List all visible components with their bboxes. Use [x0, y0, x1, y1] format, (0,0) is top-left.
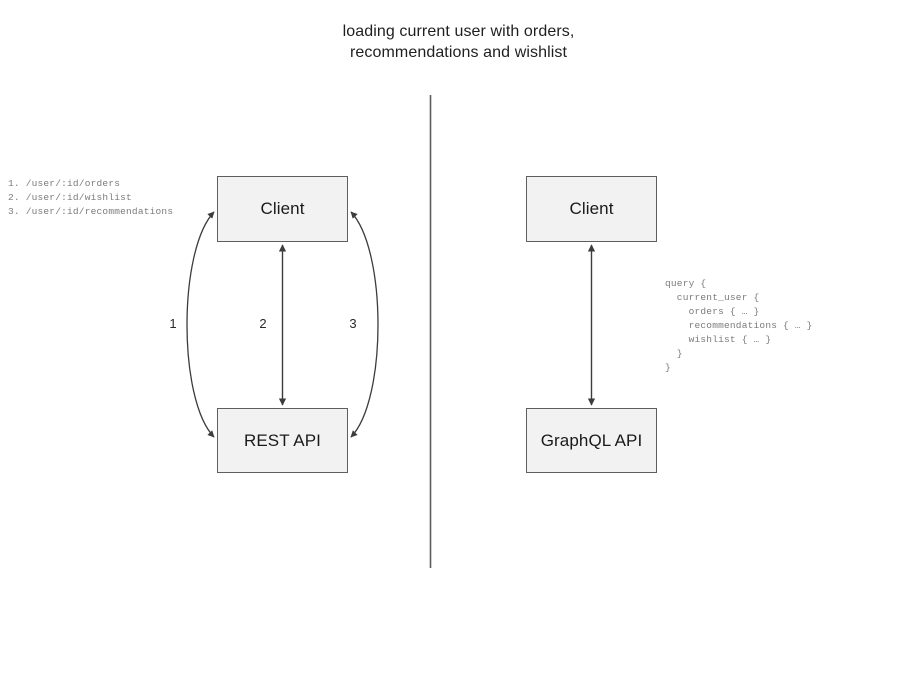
edge-label-3: 3 [349, 316, 357, 331]
node-client-graphql[interactable]: Client [526, 176, 657, 242]
node-label: GraphQL API [540, 430, 643, 450]
edge-rest-1 [186, 211, 215, 438]
page-title: loading current user with orders, recomm… [342, 23, 575, 61]
node-graphql-api[interactable]: GraphQL API [526, 408, 657, 473]
node-label: Client [260, 199, 305, 218]
edge-label-1: 1 [169, 316, 177, 331]
edge-label-2: 2 [259, 316, 267, 331]
graphql-query-block: query { current_user { orders { … } reco… [665, 278, 813, 373]
node-client-rest[interactable]: Client [217, 176, 348, 242]
edge-rest-3 [350, 211, 379, 438]
rest-endpoints-list: 1. /user/:id/orders 2. /user/:id/wishlis… [8, 178, 174, 217]
node-label: REST API [243, 430, 322, 450]
node-rest-api[interactable]: REST API [217, 408, 348, 473]
node-label: Client [569, 199, 614, 218]
